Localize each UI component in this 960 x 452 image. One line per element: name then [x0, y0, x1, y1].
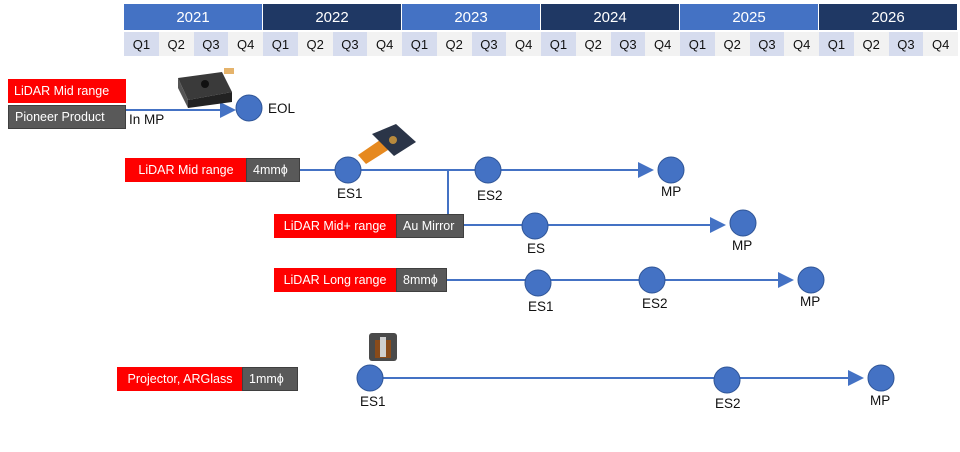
quarter-2021-Q3: Q3	[193, 32, 229, 56]
year-header-2022: 2022	[263, 4, 402, 30]
quarter-2021-Q1: Q1	[124, 32, 159, 56]
track-label-lidar-mid-4mm: LiDAR Mid range	[125, 158, 247, 182]
milestone-label-es2-projector: ES2	[715, 396, 741, 411]
quarter-2023-Q4: Q4	[506, 32, 541, 56]
track-label-lidar-long: LiDAR Long range	[274, 268, 396, 292]
track-spec-8mm: 8mmϕ	[396, 268, 447, 292]
quarter-2024-Q3: Q3	[610, 32, 646, 56]
milestone-es2-projector	[713, 366, 741, 394]
track-label-projector: Projector, ARGlass	[117, 367, 243, 391]
year-header-2023: 2023	[402, 4, 541, 30]
milestone-es2-long	[638, 266, 666, 294]
milestone-label-mp-mid: MP	[661, 184, 682, 199]
mems-mirror-module-image	[178, 68, 234, 108]
milestone-label-es2-long: ES2	[642, 296, 668, 311]
milestone-label-es1-mid: ES1	[337, 186, 363, 201]
flex-mirror-chip-image	[358, 124, 416, 164]
milestone-es-midplus	[521, 212, 549, 240]
quarter-2025-Q4: Q4	[784, 32, 819, 56]
quarter-2026-Q3: Q3	[888, 32, 924, 56]
milestone-label-es2-mid: ES2	[477, 188, 503, 203]
milestone-es1-long	[524, 269, 552, 297]
quarter-2023-Q2: Q2	[436, 32, 472, 56]
year-header-2025: 2025	[680, 4, 819, 30]
quarter-2022-Q2: Q2	[297, 32, 333, 56]
quarter-2021-Q2: Q2	[158, 32, 194, 56]
quarter-2022-Q4: Q4	[367, 32, 402, 56]
quarter-2022-Q1: Q1	[263, 32, 298, 56]
quarter-2023-Q3: Q3	[471, 32, 507, 56]
milestone-label-eol: EOL	[268, 101, 296, 116]
quarter-2024-Q2: Q2	[575, 32, 611, 56]
milestone-es1-mid	[334, 156, 362, 184]
milestone-es1-projector	[356, 364, 384, 392]
milestone-mp-projector	[867, 364, 895, 392]
milestone-label-mp-long: MP	[800, 294, 821, 309]
milestone-label-mp-projector: MP	[870, 393, 891, 408]
quarter-2026-Q4: Q4	[923, 32, 958, 56]
quarter-2023-Q1: Q1	[402, 32, 437, 56]
milestone-label-es1-long: ES1	[528, 299, 554, 314]
quarter-2021-Q4: Q4	[228, 32, 263, 56]
year-header-2021: 2021	[124, 4, 263, 30]
quarter-2026-Q1: Q1	[819, 32, 854, 56]
milestone-label-es1-projector: ES1	[360, 394, 386, 409]
track-label-lidar-midplus: LiDAR Mid+ range	[274, 214, 396, 238]
track-spec-4mm: 4mmϕ	[246, 158, 300, 182]
track-spec-au-mirror: Au Mirror	[396, 214, 464, 238]
milestone-label-mp-midplus: MP	[732, 238, 753, 253]
milestone-eol	[235, 94, 263, 122]
quarter-2025-Q3: Q3	[749, 32, 785, 56]
milestone-mp-mid	[657, 156, 685, 184]
track-label-lidar-mid-pioneer: LiDAR Mid range	[8, 79, 126, 103]
quarter-2024-Q1: Q1	[541, 32, 576, 56]
milestone-label-es-midplus: ES	[527, 241, 546, 256]
track-spec-pioneer: Pioneer Product	[8, 105, 126, 129]
milestone-mp-midplus	[729, 209, 757, 237]
year-header-2024: 2024	[541, 4, 680, 30]
quarter-2025-Q1: Q1	[680, 32, 715, 56]
quarter-2024-Q4: Q4	[645, 32, 680, 56]
quarter-2026-Q2: Q2	[853, 32, 889, 56]
small-mirror-chip-image	[369, 333, 397, 361]
track-spec-1mm: 1mmϕ	[242, 367, 298, 391]
quarter-2025-Q2: Q2	[714, 32, 750, 56]
milestone-mp-long	[797, 266, 825, 294]
status-in-mp: In MP	[129, 112, 165, 127]
milestone-es2-mid	[474, 156, 502, 184]
year-header-2026: 2026	[819, 4, 958, 30]
quarter-2022-Q3: Q3	[332, 32, 368, 56]
